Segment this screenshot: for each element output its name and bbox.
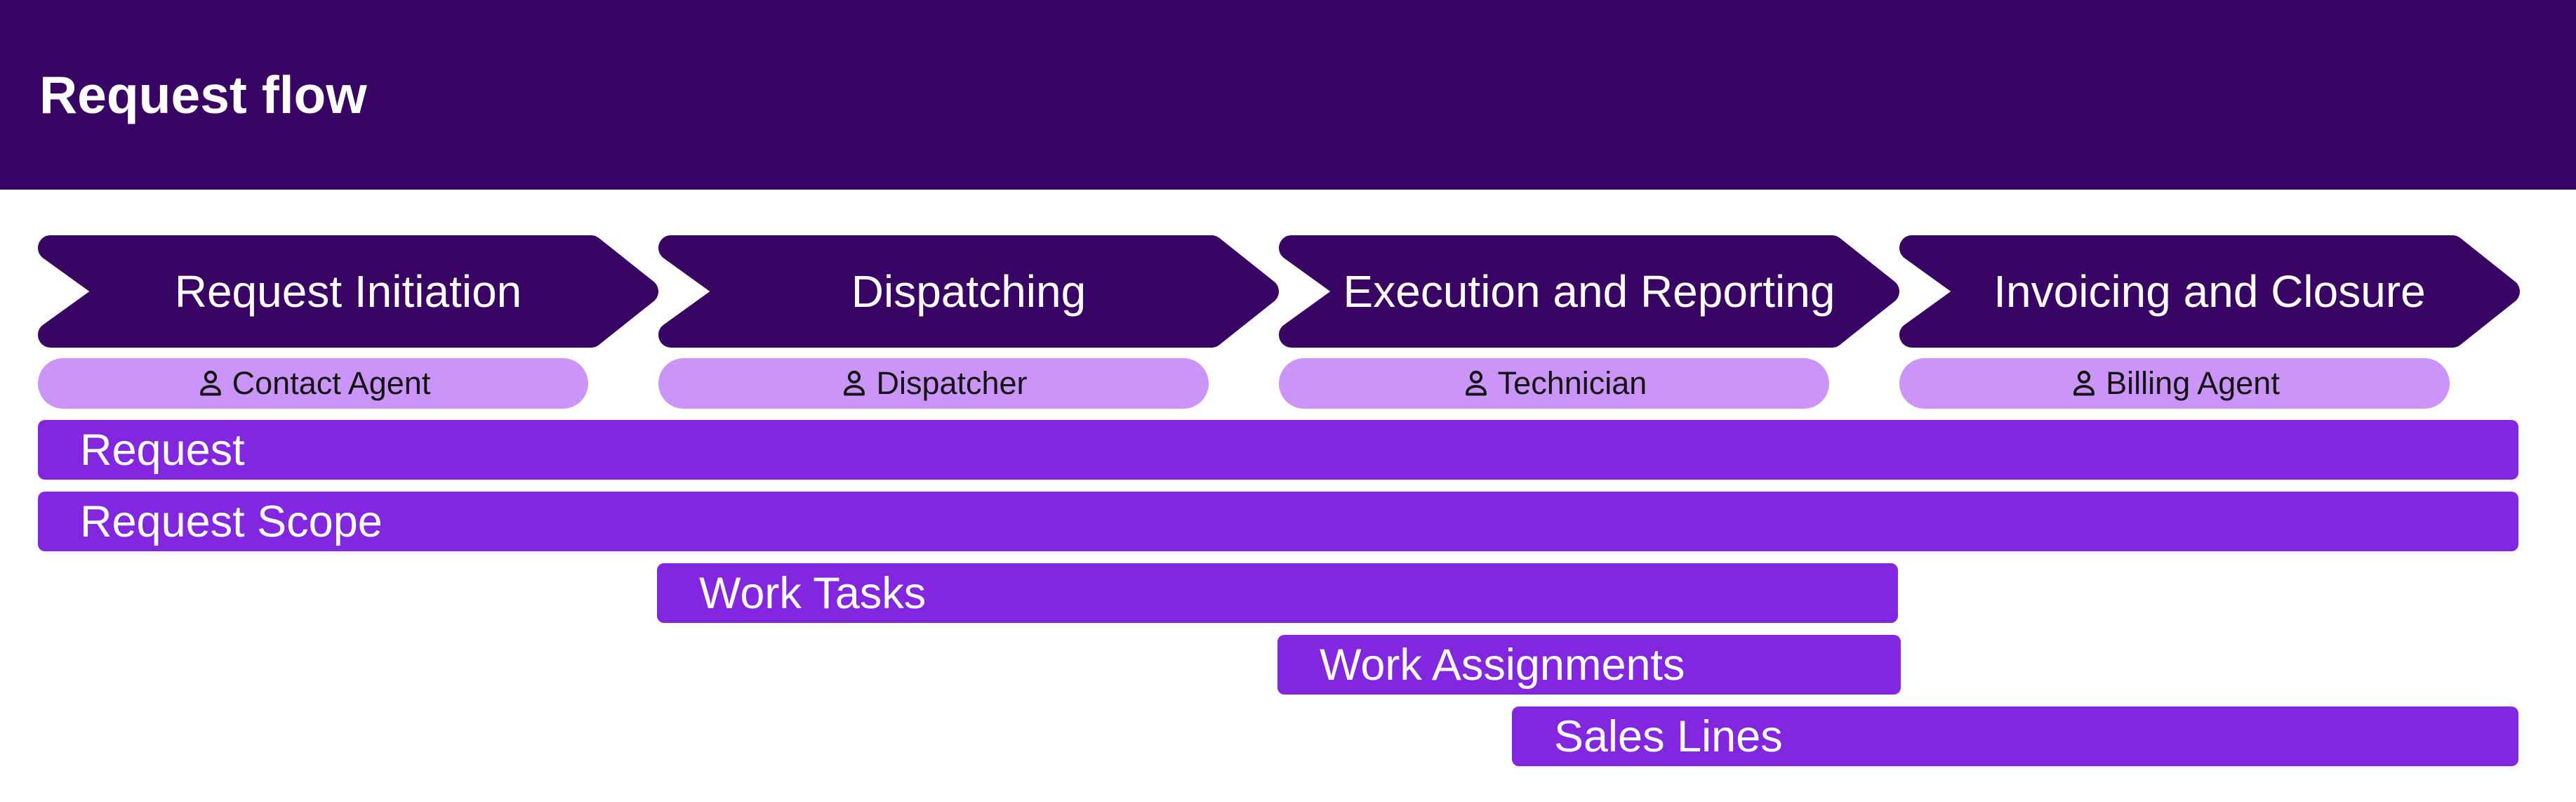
stage-arrow-shape (658, 235, 1279, 348)
chevron-arrow-icon (38, 235, 658, 348)
role-label: Contact Agent (232, 365, 431, 401)
chevron-arrow-icon (1279, 235, 1899, 348)
person-icon (1465, 370, 1487, 396)
bar-request: Request (38, 420, 2518, 480)
chevron-arrow-icon (1899, 235, 2520, 348)
role-pill: Technician (1279, 358, 1829, 409)
person-icon (844, 370, 865, 396)
bar-label: Request (80, 425, 245, 475)
stage-arrow-shape (1899, 235, 2520, 348)
role-pill: Billing Agent (1899, 358, 2450, 409)
bar-sales-lines: Sales Lines (1512, 706, 2518, 766)
page-title: Request flow (39, 65, 367, 124)
bar-work-assignments: Work Assignments (1277, 635, 1901, 695)
person-icon (2073, 370, 2095, 396)
stage-label: Request Initiation (174, 266, 522, 317)
chevron-arrow-icon (658, 235, 1279, 348)
bar-work-tasks: Work Tasks (657, 563, 1898, 623)
role-label: Billing Agent (2106, 365, 2280, 401)
stage-arrow-shape (38, 235, 658, 348)
role-pill: Dispatcher (658, 358, 1209, 409)
stage-label: Dispatching (851, 266, 1087, 317)
role-pill: Contact Agent (38, 358, 588, 409)
header-band: Request flow (0, 0, 2576, 190)
stage-label: Execution and Reporting (1343, 266, 1835, 317)
bar-label: Work Tasks (699, 568, 927, 618)
bar-label: Sales Lines (1554, 711, 1783, 761)
person-icon (199, 370, 221, 396)
role-label: Technician (1497, 365, 1647, 401)
stage-label: Invoicing and Closure (1993, 266, 2426, 317)
role-label: Dispatcher (876, 365, 1028, 401)
bar-request-scope: Request Scope (38, 492, 2518, 551)
bar-label: Work Assignments (1320, 640, 1685, 690)
bar-label: Request Scope (80, 497, 383, 546)
stage-arrow-shape (1279, 235, 1899, 348)
